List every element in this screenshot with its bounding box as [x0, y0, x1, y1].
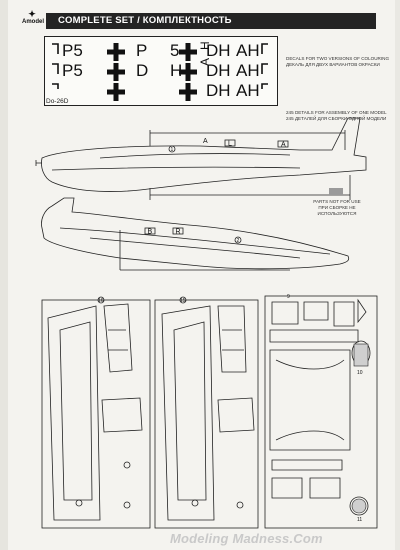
- desc-not-for-use: PARTS NOT FOR USE ПРИ СБОРКЕ НЕ ИСПОЛЬЗУ…: [313, 199, 361, 216]
- watermark: Modeling Madness.Com: [170, 531, 323, 546]
- fuselage-label-b: B: [148, 229, 153, 236]
- brand-logo: ✦ Amodel: [22, 9, 45, 25]
- decal-text-dh-r3: DH: [206, 81, 231, 100]
- fuselage-label-r: R: [176, 229, 181, 236]
- sprue-right-gray-part: [353, 343, 369, 367]
- decal-model-code: Do-26D: [46, 98, 69, 105]
- decal-text-p-r1: P: [136, 41, 148, 60]
- part-number-10: 10: [357, 370, 363, 376]
- not-for-use-swatch: [329, 188, 343, 195]
- fuselage-label-l: L: [228, 141, 232, 148]
- sprue-left-wing: [41, 296, 151, 529]
- decal-text-h-vertical: H: [198, 41, 212, 50]
- decal-swastika-marks: [52, 43, 268, 89]
- part-number-15: 15: [180, 298, 186, 304]
- decal-text-p5-r1: P5: [62, 41, 83, 60]
- part-number-9: 9: [287, 294, 290, 300]
- desc-parts: 245 DETAILS FOR ASSEMBLY OF ONE MODEL 24…: [286, 110, 387, 121]
- part-number-16: 16: [98, 298, 104, 304]
- part-number-1: 1: [171, 147, 174, 153]
- decal-sheet: [44, 36, 278, 106]
- desc-decals: DECALS FOR TWO VERSIONS OF COLOURING ДЕК…: [286, 56, 390, 67]
- page-title: COMPLETE SET / КОМПЛЕКТНОСТЬ: [46, 13, 376, 29]
- decal-text-ah-r3: AH: [236, 81, 260, 100]
- part-number-2: 2: [237, 238, 240, 244]
- decal-text-d-r2: D: [136, 61, 149, 80]
- decal-text-dh-r1: DH: [206, 41, 231, 60]
- fuselage-label-a-right: A: [281, 142, 286, 149]
- decal-text-ah-r2: AH: [236, 61, 260, 80]
- decal-balkenkreuz-row1: [107, 43, 197, 61]
- scan-right-edge: [395, 0, 400, 550]
- part-number-11: 11: [357, 517, 362, 523]
- sprue-right-gray-disc: [351, 498, 367, 514]
- fuselage-part-upper: [35, 117, 367, 200]
- fuselage-label-a-left: A: [203, 138, 208, 145]
- fuselage-part-lower: [41, 197, 350, 271]
- decal-balkenkreuz-row2: [107, 63, 197, 81]
- decal-text-a-vertical: A: [198, 57, 212, 66]
- sprue-middle-wing: [154, 296, 259, 529]
- decal-text-p5-r2: P5: [62, 61, 83, 80]
- decal-text-h-r2: H: [170, 61, 183, 80]
- scan-left-edge: [0, 0, 8, 550]
- decal-balkenkreuz-row3: [107, 83, 197, 101]
- sprue-right-parts: [264, 295, 378, 529]
- decal-text-dh-r2: DH: [206, 61, 231, 80]
- decal-text-ah-r1: AH: [236, 41, 260, 60]
- decal-text-5-r1: 5: [170, 41, 180, 60]
